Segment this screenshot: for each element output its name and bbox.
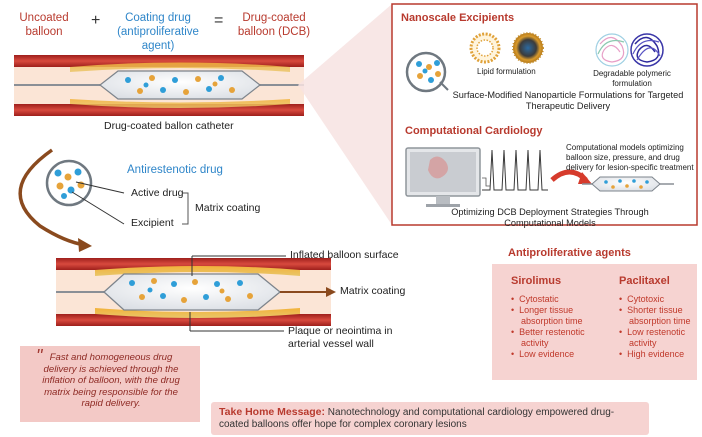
- comp-description: Computational models optimizing balloon …: [566, 143, 694, 172]
- comp-caption: Optimizing DCB Deployment Strategies Thr…: [451, 207, 649, 228]
- sirolimus-list: • Cytostatic • Longer tissue absorption …: [511, 294, 599, 359]
- magnifier-icon: [45, 159, 125, 225]
- curved-arrow: [18, 148, 86, 247]
- inflated-surface-label: Inflated balloon surface: [290, 249, 399, 261]
- deflated-balloon: [99, 70, 261, 100]
- zoom-wedge: [298, 4, 392, 225]
- matrix-coating-label: Matrix coating: [195, 202, 261, 214]
- coating-drug-label: Coating drug (antiproliferative agent): [117, 12, 199, 52]
- paclitaxel-item: • Cytotoxic: [619, 294, 665, 304]
- takehome-box: [211, 402, 649, 435]
- sirolimus-item: • Longer tissue absorption time: [511, 305, 583, 326]
- plaque-lower: [70, 99, 290, 108]
- polymer-np-dark-icon: [630, 33, 664, 67]
- top-balloon-dots: [125, 75, 235, 95]
- lipid-label: Lipid formulation: [477, 67, 536, 76]
- curved-arrowhead: [78, 238, 92, 252]
- antirestenotic-title: Antirestenotic drug: [127, 164, 223, 176]
- small-balloon-icon: [591, 176, 661, 192]
- quote-mark: ": [36, 346, 43, 366]
- takehome-text: Nanotechnology and computational cardiol…: [219, 407, 615, 430]
- top-vessel: [14, 55, 304, 116]
- paclitaxel-title: Paclitaxel: [619, 275, 670, 287]
- comp-title: Computational Cardiology: [405, 125, 543, 137]
- takehome-label: Take Home Message:: [219, 406, 326, 418]
- dcb-label: Drug-coated balloon (DCB): [237, 12, 311, 38]
- plaque-upper: [70, 62, 290, 72]
- lipid-nanoparticle-icon: [513, 33, 543, 63]
- excipient-leader: [71, 191, 125, 225]
- inflated-matrix-label: Matrix coating: [340, 285, 406, 297]
- catheter-caption: Drug-coated ballon catheter: [104, 120, 234, 132]
- sirolimus-item: • Low evidence: [511, 349, 575, 360]
- nano-title: Nanoscale Excipients: [401, 12, 515, 24]
- matrix-bracket: [182, 192, 189, 225]
- excipient-label: Excipient: [131, 217, 174, 229]
- sirolimus-item: • Cytostatic: [511, 294, 559, 304]
- paclitaxel-list: • Cytotoxic • Shorter tissue absorption …: [619, 294, 699, 359]
- agents-box: [492, 264, 697, 380]
- quote-box: [20, 346, 200, 422]
- plus-sign: +: [91, 12, 101, 29]
- paclitaxel-item: • Shorter tissue absorption time: [619, 305, 691, 326]
- nano-caption: Surface-Modified Nanoparticle Formulatio…: [452, 90, 684, 111]
- sirolimus-item: • Better restenotic activity: [511, 327, 585, 348]
- polymer-np-light-icon: [595, 33, 629, 67]
- ecg-signal-icon: [482, 149, 548, 191]
- comp-graphics: [405, 147, 674, 207]
- plaque-label: Plaque or neointima in arterial vessel w…: [288, 325, 393, 350]
- nano-graphics: [405, 32, 664, 93]
- polymer-label: Degradable polymeric formulation: [593, 69, 671, 88]
- active-leader: [75, 181, 125, 194]
- bottom-vessel: [56, 255, 336, 332]
- sirolimus-title: Sirolimus: [511, 275, 562, 287]
- takehome-message: Take Home Message: Nanotechnology and co…: [219, 406, 647, 431]
- quote-text: Fast and homogeneous drug delivery is ac…: [42, 352, 180, 410]
- bottom-balloon-dots: [129, 278, 253, 303]
- paclitaxel-item: • Low restenotic activity: [619, 327, 686, 348]
- equals-sign: =: [214, 12, 224, 29]
- agents-title: Antiproliferative agents: [508, 247, 631, 259]
- active-drug-label: Active drug: [131, 187, 184, 199]
- inflated-balloon: [103, 273, 282, 311]
- uncoated-balloon-label: Uncoated balloon: [19, 12, 69, 38]
- paclitaxel-item: • High evidence: [619, 349, 685, 360]
